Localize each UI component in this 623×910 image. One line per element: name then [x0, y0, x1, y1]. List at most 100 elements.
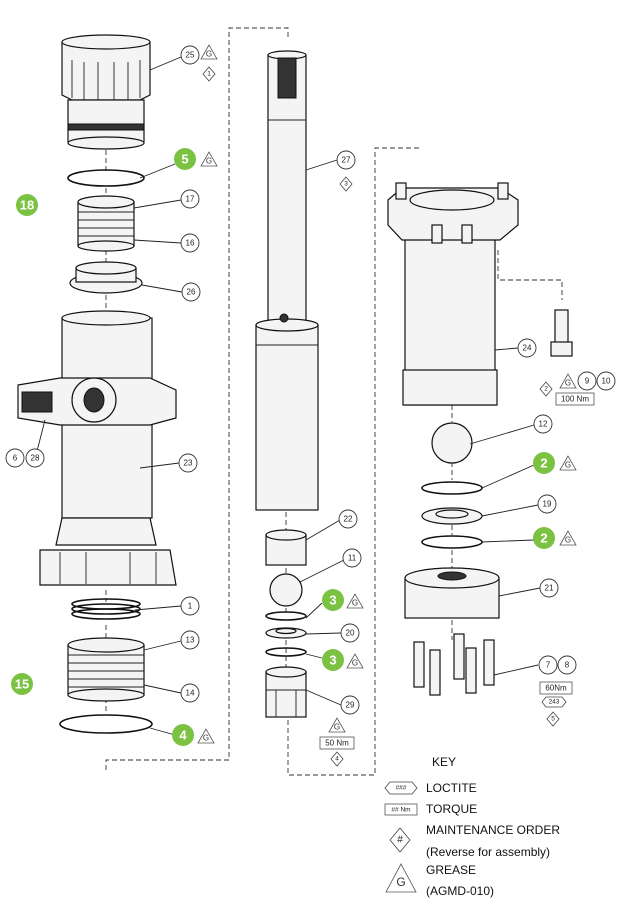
- svg-text:20: 20: [346, 629, 355, 638]
- svg-text:3: 3: [344, 181, 348, 188]
- grease-triangle-icon: G: [559, 373, 577, 389]
- part-9-10-bolt: [550, 309, 573, 357]
- torque-box-60nm: 60Nm: [539, 681, 573, 695]
- part-11-ball: [269, 573, 303, 607]
- svg-text:G: G: [352, 659, 358, 668]
- callout-21: 21: [539, 578, 559, 598]
- svg-text:12: 12: [539, 420, 548, 429]
- loctite-symbol-icon: ###: [384, 781, 418, 795]
- callout-17: 17: [180, 189, 200, 209]
- svg-text:243: 243: [549, 699, 560, 706]
- svg-text:## Nm: ## Nm: [391, 807, 410, 814]
- svg-text:7: 7: [546, 661, 551, 670]
- svg-text:G: G: [206, 157, 212, 166]
- part-23-body: [17, 310, 177, 586]
- svg-text:9: 9: [585, 377, 590, 386]
- legend: KEY ### LOCTITE ## Nm TORQUE # MAINTENAN…: [384, 755, 560, 898]
- callout-19: 19: [537, 494, 557, 514]
- grease-triangle-icon: G: [328, 717, 346, 733]
- grease-badge-18: 18: [16, 194, 38, 216]
- callout-10: 10: [596, 371, 616, 391]
- callout-23: 23: [178, 453, 198, 473]
- svg-text:25: 25: [186, 51, 195, 60]
- svg-text:19: 19: [543, 500, 552, 509]
- svg-text:5: 5: [181, 152, 188, 167]
- svg-text:2: 2: [540, 456, 547, 471]
- svg-text:50 Nm: 50 Nm: [325, 739, 349, 748]
- callout-6: 6: [5, 448, 25, 468]
- legend-title: KEY: [432, 755, 456, 769]
- part-2-oring-upper: [421, 481, 483, 495]
- callout-27: 27: [336, 150, 356, 170]
- svg-text:G: G: [396, 875, 405, 889]
- svg-text:23: 23: [184, 459, 193, 468]
- part-17-16-sleeve: [77, 195, 135, 252]
- svg-text:14: 14: [186, 689, 195, 698]
- callout-28: 28: [25, 448, 45, 468]
- grease-triangle-icon: G: [346, 593, 364, 609]
- callout-20: 20: [340, 623, 360, 643]
- svg-text:21: 21: [545, 584, 554, 593]
- callout-14: 14: [180, 683, 200, 703]
- svg-text:6: 6: [13, 454, 18, 463]
- svg-text:G: G: [352, 599, 358, 608]
- part-12-ball: [431, 422, 473, 464]
- callout-13: 13: [180, 630, 200, 650]
- callout-12: 12: [533, 414, 553, 434]
- part-13-14-threaded-ring: [67, 637, 145, 702]
- legend-grease-note: (AGMD-010): [426, 884, 494, 898]
- svg-text:4: 4: [179, 728, 187, 743]
- part-19-washer: [421, 507, 483, 525]
- svg-text:13: 13: [186, 636, 195, 645]
- grease-badge-3-upper: 3: [322, 589, 344, 611]
- callout-16: 16: [180, 233, 200, 253]
- part-20-washer: [265, 627, 307, 639]
- svg-text:1: 1: [207, 71, 211, 78]
- leader-lines: [35, 56, 541, 736]
- assembly-path-lines: [105, 27, 563, 776]
- svg-text:18: 18: [20, 198, 34, 213]
- grease-badge-2-upper: 2: [533, 452, 555, 474]
- svg-text:27: 27: [342, 156, 351, 165]
- callout-24: 24: [517, 338, 537, 358]
- torque-box-100nm: 100 Nm: [555, 392, 595, 406]
- maintenance-order-diamond-2: 2: [539, 381, 553, 397]
- legend-loctite-label: LOCTITE: [426, 781, 477, 795]
- maintenance-order-symbol-icon: #: [389, 827, 411, 853]
- part-25-cap: [61, 34, 151, 150]
- part-27-shaft: [255, 50, 319, 511]
- svg-text:28: 28: [31, 454, 40, 463]
- svg-text:100 Nm: 100 Nm: [561, 395, 589, 404]
- svg-text:G: G: [565, 461, 571, 470]
- loctite-label-243: 243: [541, 696, 567, 708]
- callout-9: 9: [577, 371, 597, 391]
- svg-text:5: 5: [551, 716, 555, 723]
- svg-text:G: G: [334, 723, 340, 732]
- maintenance-order-diamond-1: 1: [202, 66, 216, 82]
- part-4-oring: [59, 714, 153, 734]
- callout-22: 22: [338, 509, 358, 529]
- svg-text:G: G: [206, 50, 212, 59]
- grease-triangle-icon: G: [197, 728, 215, 744]
- legend-grease-label: GREASE: [426, 863, 476, 877]
- svg-text:G: G: [565, 379, 571, 388]
- callout-7: 7: [538, 655, 558, 675]
- svg-text:3: 3: [329, 653, 336, 668]
- part-26-nut: [69, 261, 143, 294]
- part-3-oring-upper: [265, 611, 307, 621]
- svg-text:17: 17: [186, 195, 195, 204]
- grease-triangle-icon: G: [346, 653, 364, 669]
- part-24-housing: [387, 182, 519, 406]
- grease-badge-2-lower: 2: [533, 527, 555, 549]
- svg-text:1: 1: [188, 602, 193, 611]
- part-5-oring: [67, 169, 145, 187]
- svg-text:15: 15: [15, 677, 29, 692]
- callout-26: 26: [181, 282, 201, 302]
- svg-text:11: 11: [348, 554, 357, 563]
- grease-badge-3-lower: 3: [322, 649, 344, 671]
- svg-text:16: 16: [186, 239, 195, 248]
- grease-triangle-icon: G: [200, 151, 218, 167]
- grease-triangle-icon: G: [200, 44, 218, 60]
- callout-1: 1: [180, 596, 200, 616]
